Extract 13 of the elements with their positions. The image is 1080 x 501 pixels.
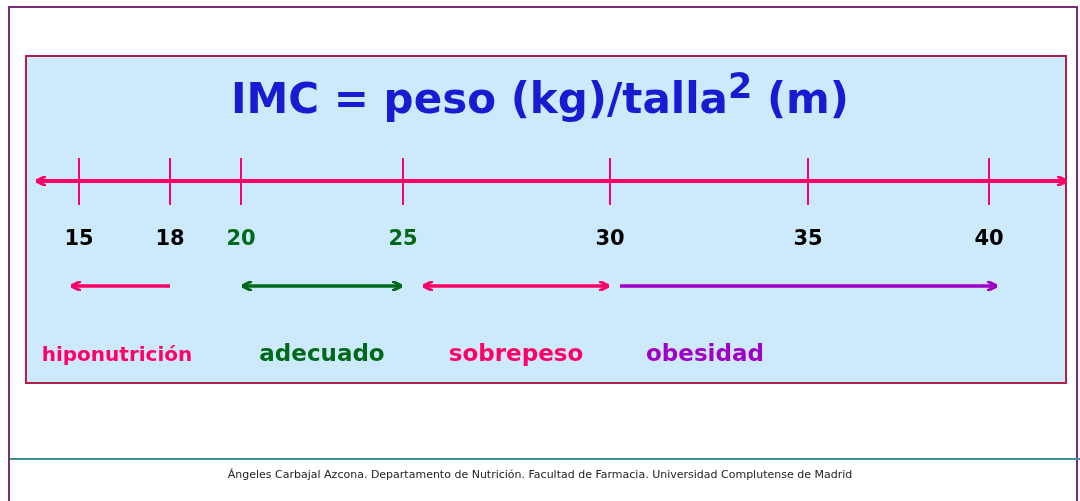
tick-label: 18: [154, 226, 186, 250]
credit-line: Ángeles Carbajal Azcona. Departamento de Nutrición. Facultad de Farmacia. Universidad Complutense de Madrid: [226, 468, 854, 481]
category-label: adecuado: [258, 340, 386, 366]
tick-label: 35: [792, 226, 824, 250]
tick-label: 15: [63, 226, 95, 250]
tick-label: 25: [387, 226, 419, 250]
formula-title: IMC = peso (kg)/talla$^{2}$ (m): [229, 66, 851, 123]
category-label: sobrepeso: [447, 340, 585, 366]
category-label: hiponutrición: [40, 341, 194, 366]
tick-label: 20: [225, 226, 257, 250]
category-label: obesidad: [645, 340, 765, 366]
tick-label: 30: [594, 226, 626, 250]
tick-label: 40: [973, 226, 1005, 250]
